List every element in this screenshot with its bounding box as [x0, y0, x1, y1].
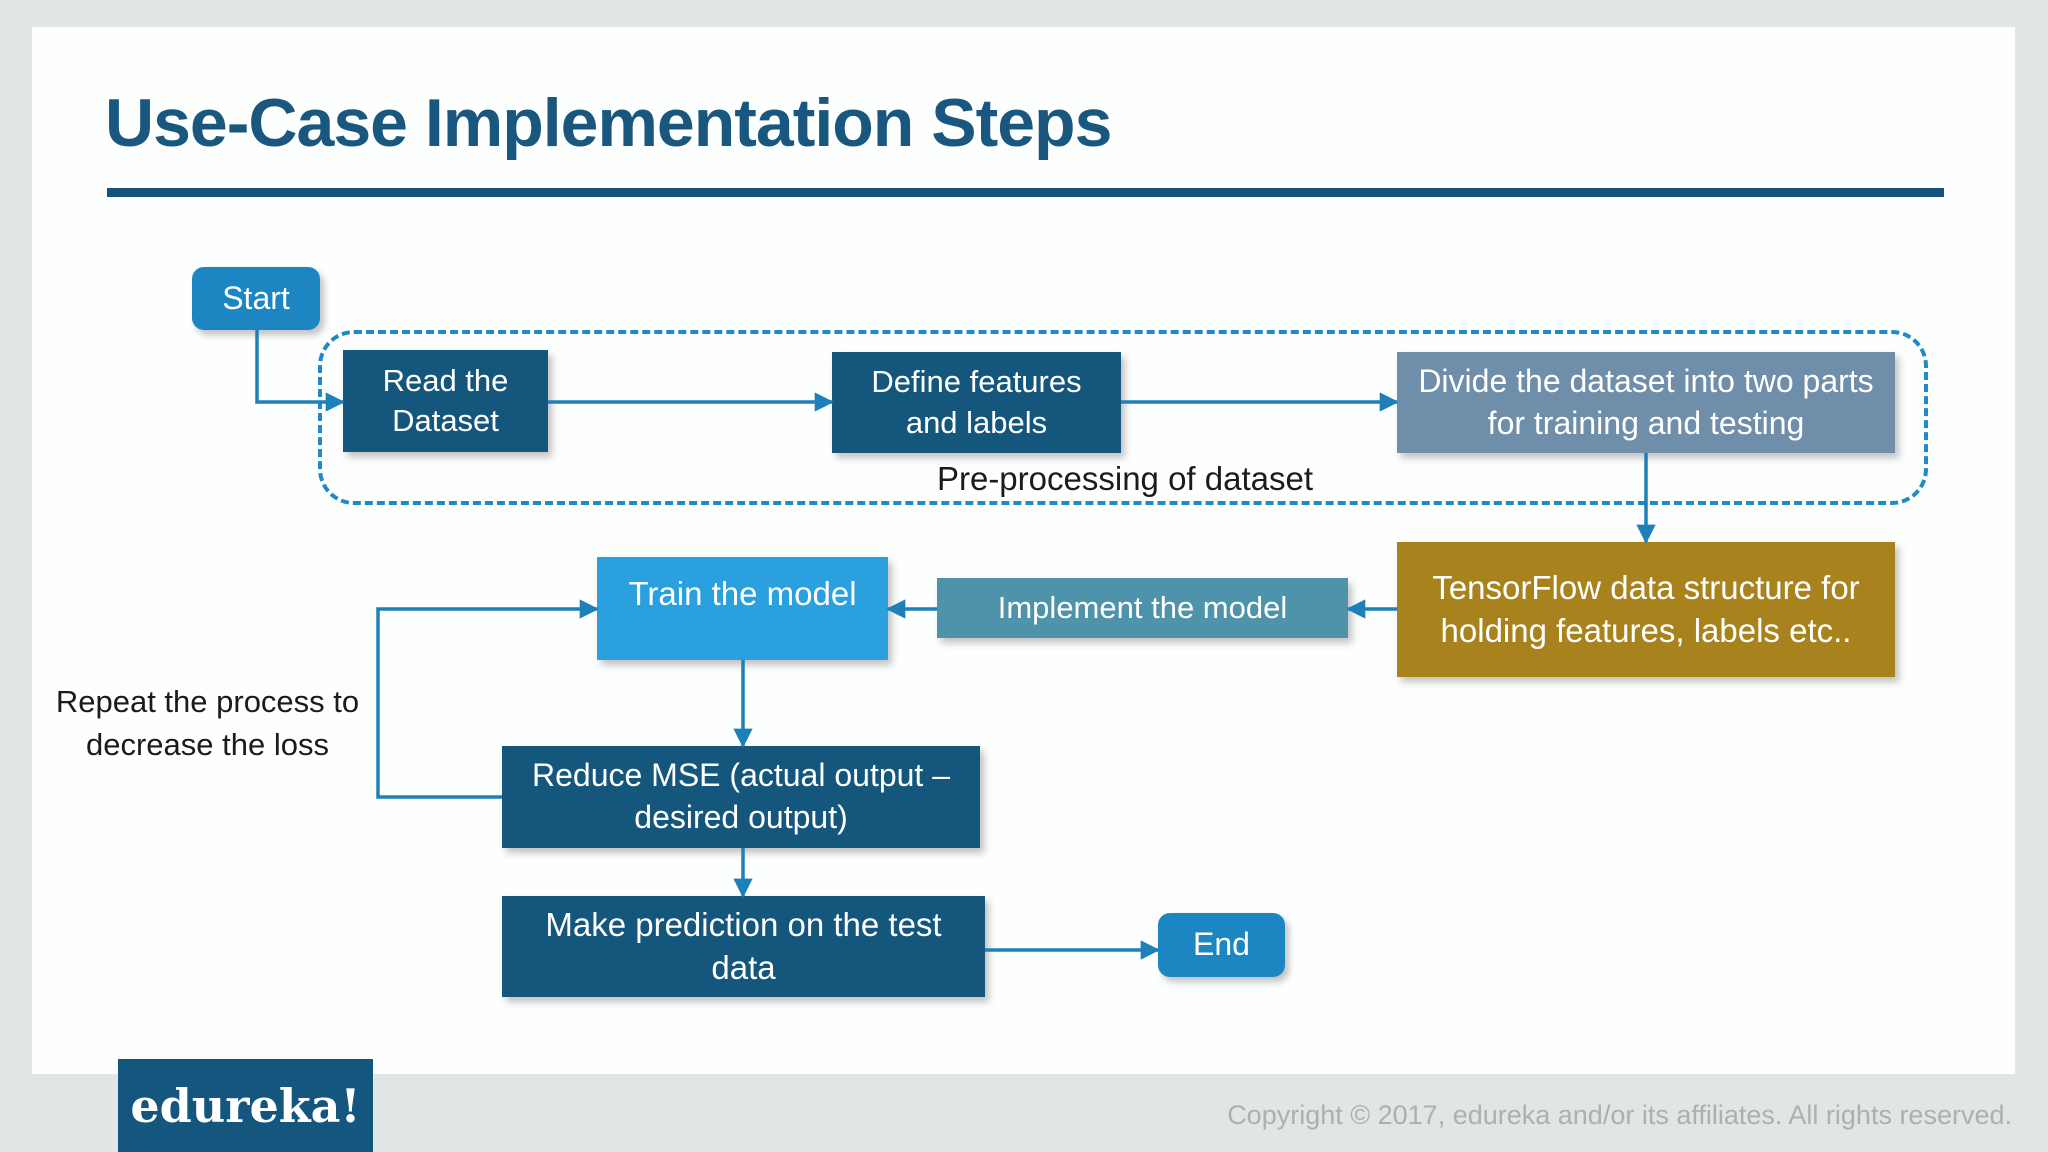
- preprocessing-label: Pre-processing of dataset: [936, 460, 1314, 497]
- page-title: Use-Case Implementation Steps: [105, 85, 1112, 161]
- start-node: Start: [192, 267, 320, 330]
- repeat-loop-label: Repeat the process to decrease the loss: [55, 684, 360, 763]
- node-train-model: Train the model: [597, 557, 888, 660]
- title-underline: [107, 188, 1944, 197]
- copyright-text: Copyright © 2017, edureka and/or its aff…: [1227, 1100, 2012, 1130]
- node-reduce-mse: Reduce MSE (actual output – desired outp…: [502, 746, 980, 848]
- edureka-logo: edureka!: [118, 1059, 373, 1152]
- node-define-features: Define features and labels: [832, 352, 1121, 453]
- node-divide-dataset: Divide the dataset into two parts for tr…: [1397, 352, 1895, 453]
- node-make-prediction: Make prediction on the test data: [502, 896, 985, 997]
- preprocessing-group-outline: [318, 330, 1928, 505]
- node-tensorflow-structure: TensorFlow data structure for holding fe…: [1397, 542, 1895, 677]
- end-node: End: [1158, 913, 1285, 977]
- node-implement-model: Implement the model: [937, 578, 1348, 638]
- node-read-dataset: Read the Dataset: [343, 350, 548, 452]
